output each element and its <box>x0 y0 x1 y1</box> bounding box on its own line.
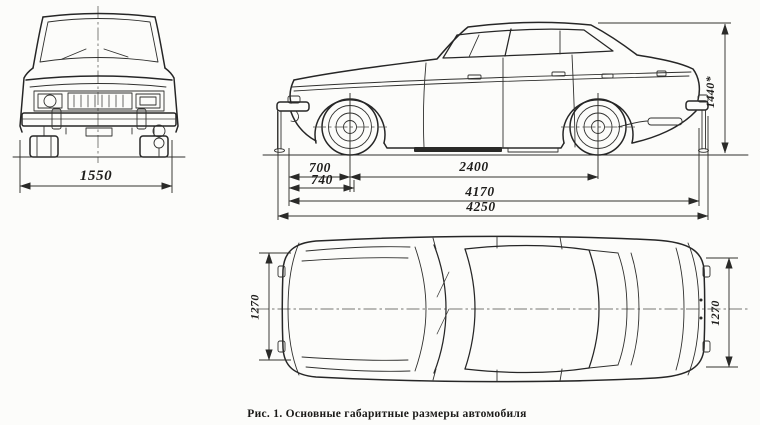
dim-label-1270-left: 1270 <box>248 294 262 320</box>
side-view-dimensions: 700 2400 740 4170 4250 1440* <box>277 22 731 220</box>
figure-caption: Рис. 1. Основные габаритные размеры авто… <box>247 408 527 420</box>
dim-front-width: 1550 <box>19 140 173 193</box>
dim-label-4170: 4170 <box>464 184 494 199</box>
side-view-drawing: 700 2400 740 4170 4250 1440* <box>262 21 749 220</box>
front-view-wheels <box>29 124 169 158</box>
side-view-car-outline <box>289 21 701 153</box>
top-view-car-outline <box>277 235 711 383</box>
side-view-rear-bumper <box>685 94 709 153</box>
dim-label-2400: 2400 <box>458 159 488 174</box>
side-view-front-bumper <box>274 95 310 153</box>
dim-label-1270-right: 1270 <box>708 300 722 326</box>
dim-label-4250: 4250 <box>465 199 495 214</box>
top-view-drawing: 1270 1270 <box>248 235 748 383</box>
dim-label-1550: 1550 <box>80 168 112 184</box>
front-view-grille-and-lights <box>33 90 165 112</box>
front-view-bumper <box>21 108 177 137</box>
dim-label-740: 740 <box>311 172 333 187</box>
front-view-car-outline <box>19 12 179 133</box>
top-view-dimensions: 1270 1270 <box>248 252 738 368</box>
dim-label-1440: 1440* <box>703 75 717 108</box>
front-view-drawing: 1550 <box>12 6 186 193</box>
dim-label-700: 700 <box>309 160 331 175</box>
